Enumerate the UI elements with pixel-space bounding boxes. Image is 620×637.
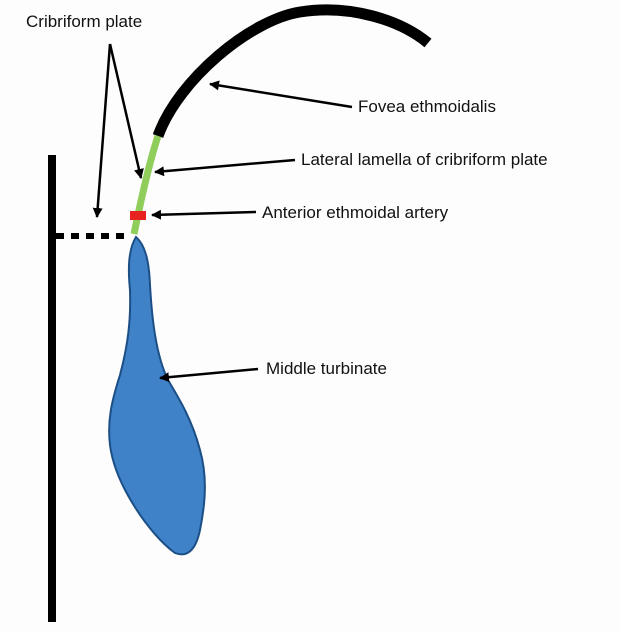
artery-arrow xyxy=(151,209,257,220)
middle-turbinate-label: Middle turbinate xyxy=(266,359,387,378)
lateral-lamella-arrow xyxy=(154,158,296,177)
cribriform-plate-label: Cribriform plate xyxy=(26,12,143,31)
turbinate-arrow xyxy=(159,367,259,383)
fovea-ethmoidalis-label: Fovea ethmoidalis xyxy=(358,97,496,116)
lateral-lamella-segment xyxy=(130,134,162,235)
fovea-arrow xyxy=(209,80,353,109)
fovea-ethmoidalis-curve xyxy=(152,4,432,138)
middle-turbinate-shape xyxy=(108,235,206,556)
anterior-ethmoidal-artery-label: Anterior ethmoidal artery xyxy=(262,203,449,222)
lateral-lamella-label: Lateral lamella of cribriform plate xyxy=(301,150,548,169)
anterior-ethmoidal-artery-mark xyxy=(130,211,146,220)
cribriform-arrow-to-dotted-line xyxy=(92,43,112,218)
cribriform-arrow-to-lamella xyxy=(108,43,144,179)
